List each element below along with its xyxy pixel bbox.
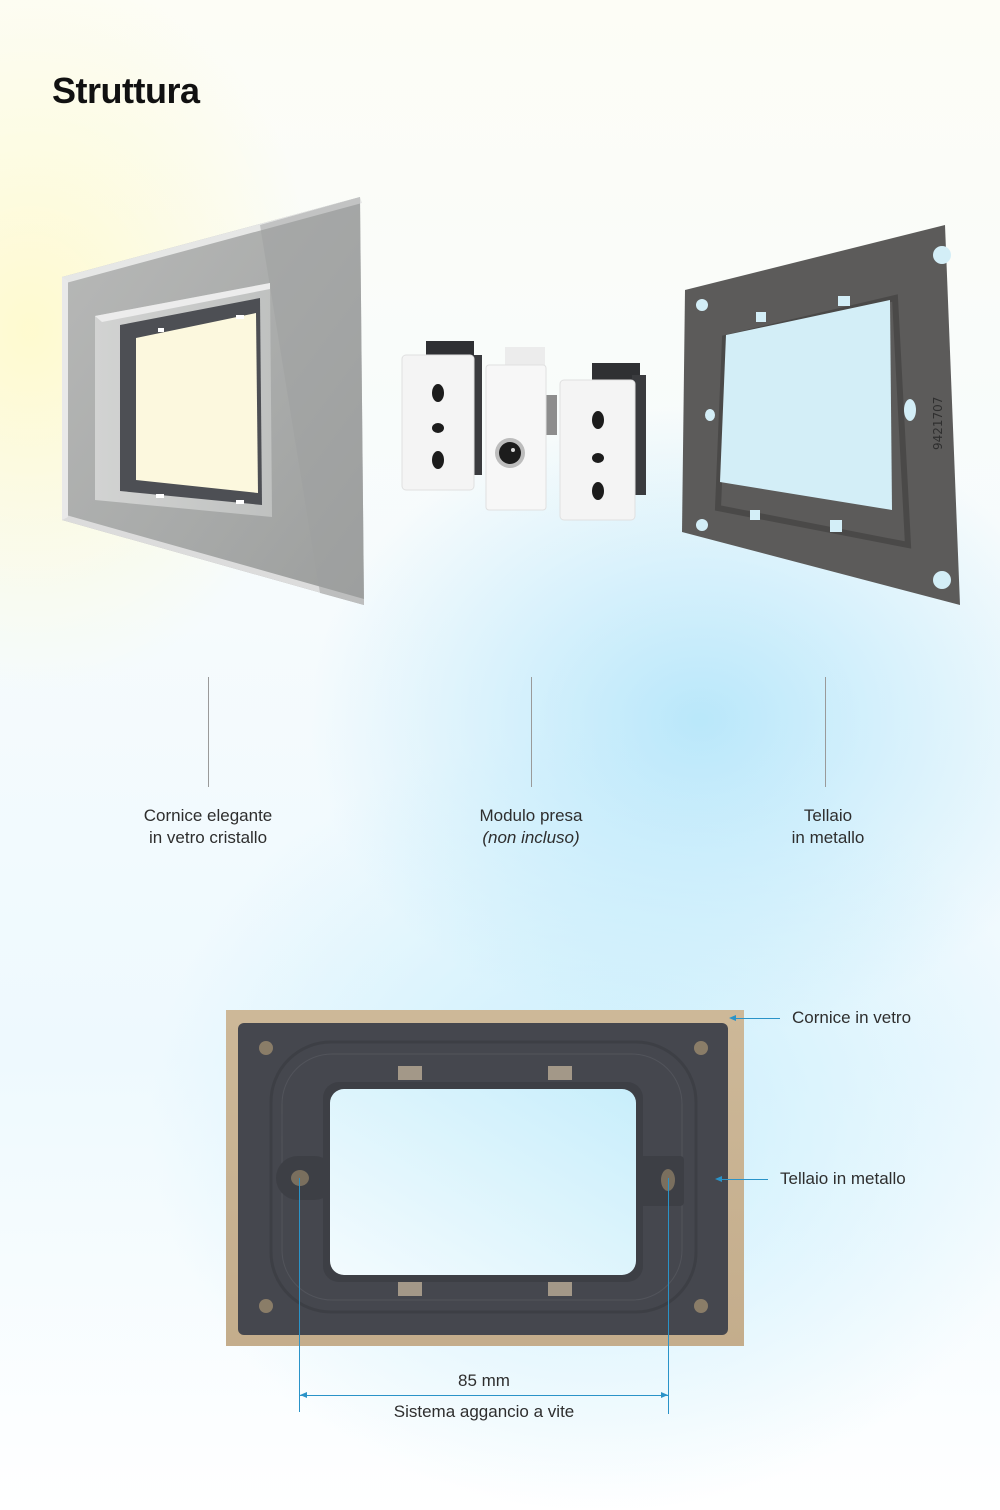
- metal-frame-icon: 9421707: [682, 225, 960, 605]
- page-title: Struttura: [52, 70, 200, 111]
- leader-line-module: [531, 677, 532, 787]
- label-socket-module: Modulo presa (non incluso): [401, 805, 661, 849]
- callout-line-glass: [736, 1018, 780, 1019]
- arrow-right-icon: [661, 1392, 668, 1398]
- leader-line-glass: [208, 677, 209, 787]
- label-metal-frame: Tellaio in metallo: [698, 805, 958, 849]
- metal-frame-image: 9421707: [670, 220, 970, 615]
- label-glass-frame: Cornice elegante in vetro cristallo: [78, 805, 338, 849]
- dimension-line-left: [299, 1178, 300, 1412]
- label-glass-frame-line2: in vetro cristallo: [148, 828, 268, 847]
- label-socket-module-line2: (non incluso): [482, 828, 580, 847]
- arrow-left-icon: [300, 1392, 307, 1398]
- dimension-line-right: [668, 1178, 669, 1414]
- socket-modules-image: [400, 335, 650, 525]
- label-metal-frame-line2: in metallo: [791, 828, 865, 847]
- glass-frame-image: [60, 195, 370, 605]
- callout-metal-frame: Tellaio in metallo: [780, 1169, 906, 1188]
- arrow-left-icon: [729, 1015, 736, 1021]
- dimension-arrow: [300, 1395, 668, 1396]
- leader-line-metal: [825, 677, 826, 787]
- glass-frame-icon: [62, 197, 364, 605]
- socket-module-icon: [401, 341, 646, 521]
- label-glass-frame-line1: Cornice elegante: [143, 806, 273, 825]
- back-view-frame-icon: [226, 1010, 744, 1346]
- dimension-caption: Sistema aggancio a vite: [393, 1402, 575, 1421]
- label-metal-frame-line1: Tellaio: [803, 806, 853, 825]
- callout-line-metal: [722, 1179, 768, 1180]
- metal-frame-marking: 9421707: [931, 397, 945, 450]
- arrow-left-icon: [715, 1176, 722, 1182]
- label-socket-module-line1: Modulo presa: [479, 806, 583, 825]
- callout-glass-frame: Cornice in vetro: [792, 1008, 912, 1027]
- back-view-image: [226, 1010, 744, 1346]
- dimension-value: 85 mm: [458, 1371, 510, 1390]
